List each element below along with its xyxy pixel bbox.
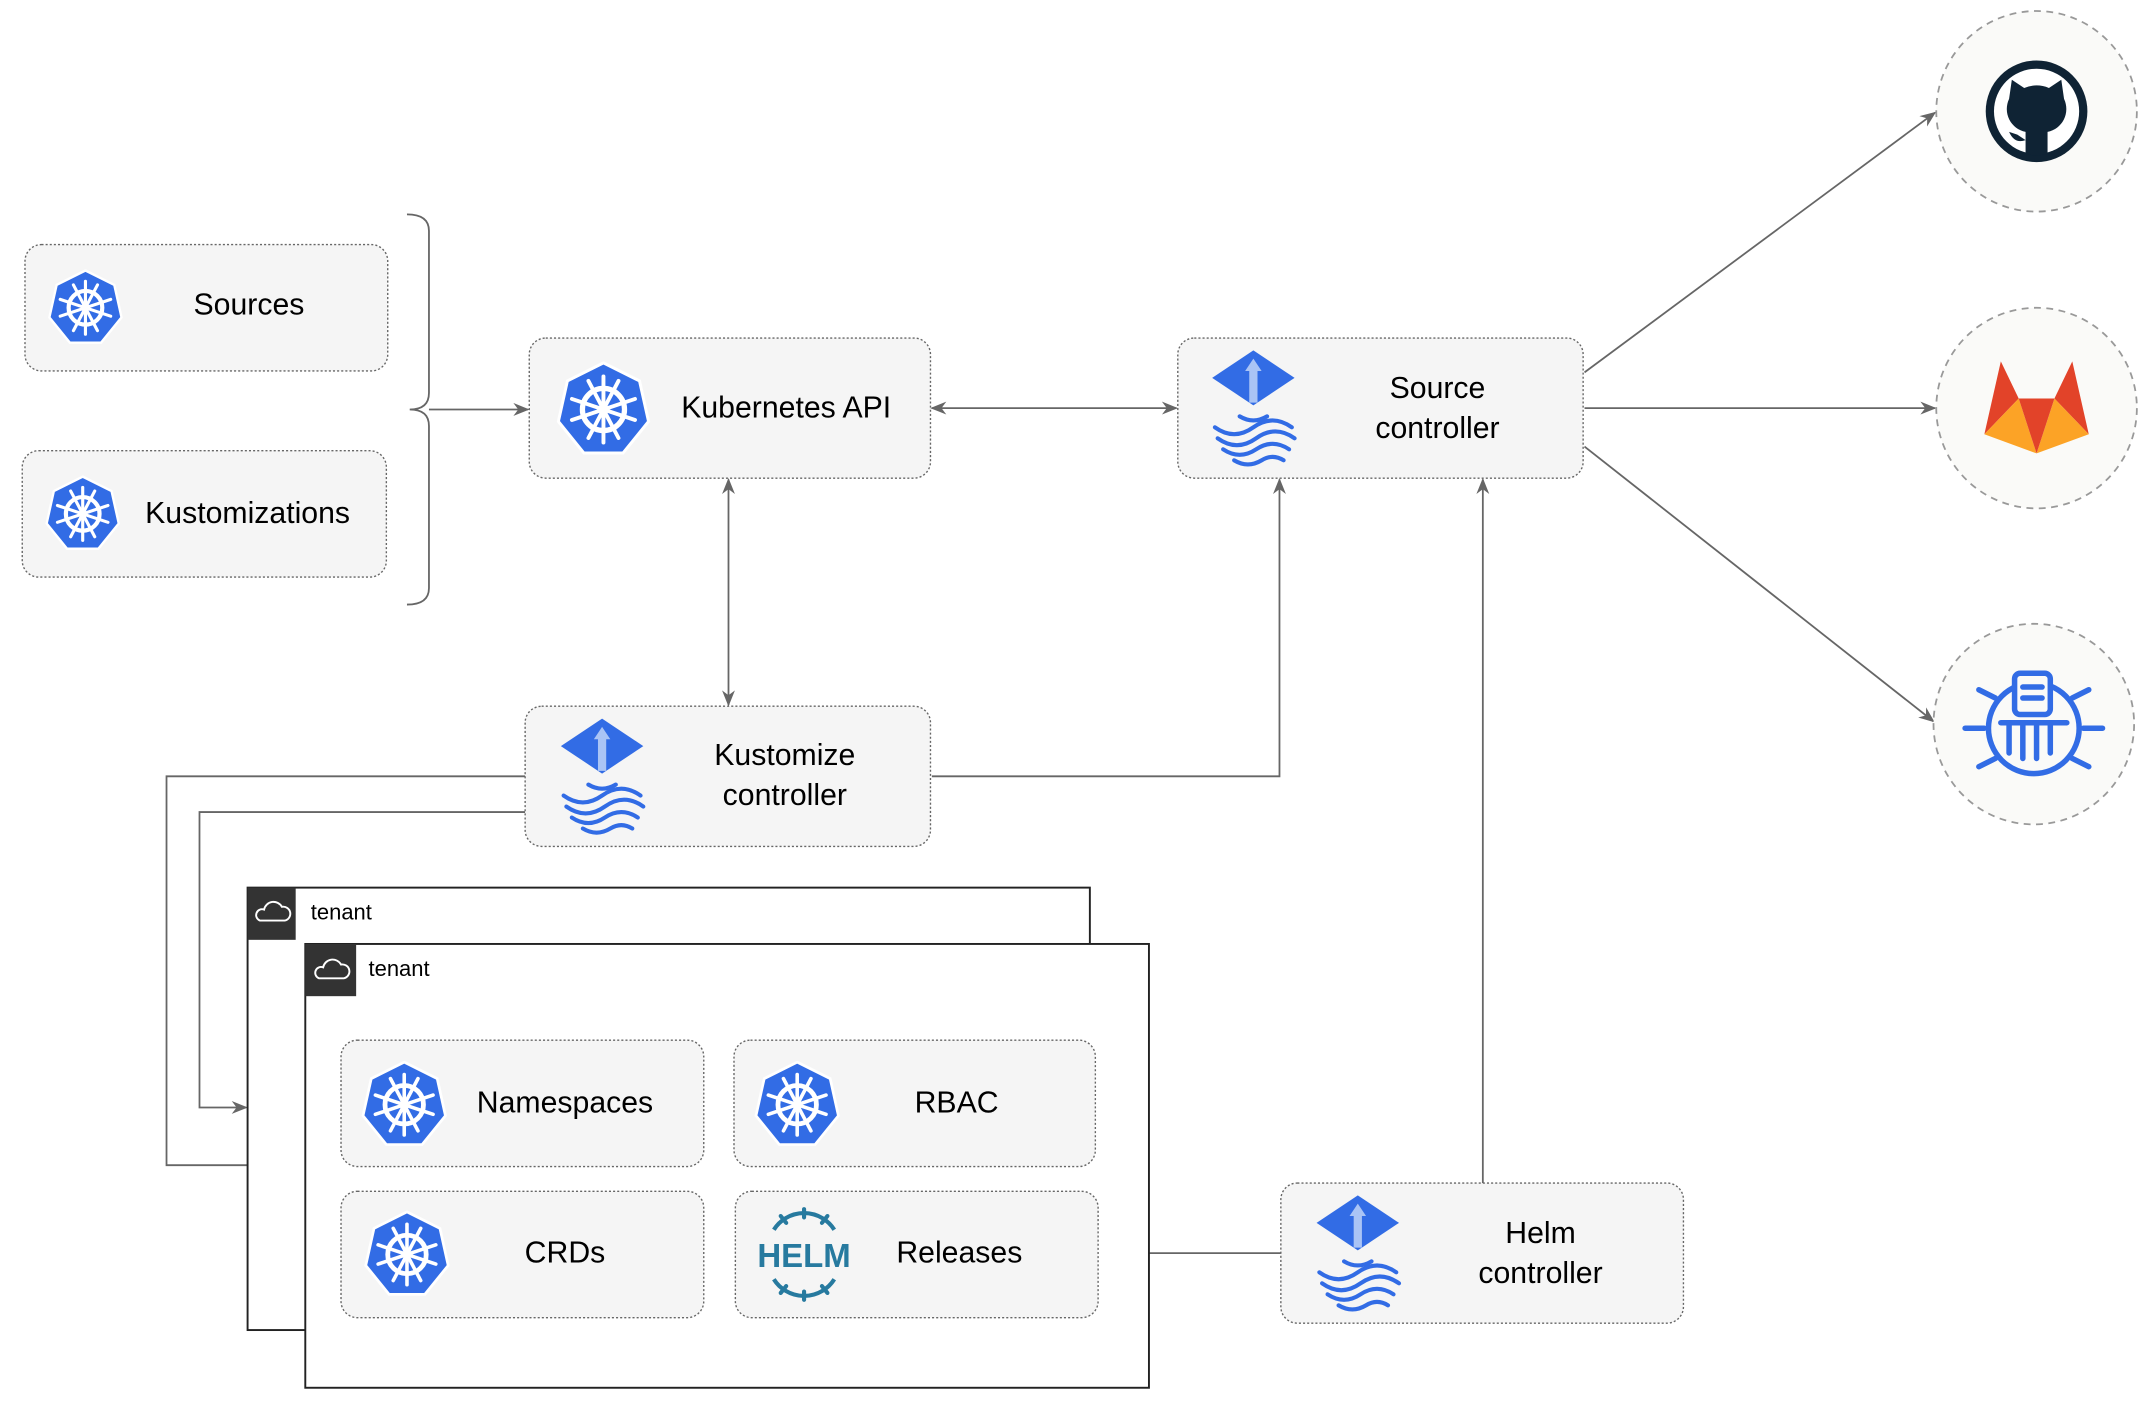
gitlab-repository[interactable] xyxy=(1935,306,2138,510)
edge-source-to-helmrepo xyxy=(1583,445,1935,723)
helm-repository-icon xyxy=(1962,670,2106,777)
cloud-icon-bg xyxy=(247,887,296,940)
edge-source-to-github xyxy=(1583,111,1937,374)
node-label: Kustomizations xyxy=(145,497,350,530)
node-namespaces[interactable]: Namespaces xyxy=(340,1039,705,1168)
svg-text:HELM: HELM xyxy=(757,1237,850,1274)
node-label: Namespaces xyxy=(477,1087,653,1120)
bracket xyxy=(406,213,430,606)
tenant-title: tenant xyxy=(369,956,430,981)
node-helm-controller[interactable]: Helm controller xyxy=(1280,1182,1685,1324)
edge-kustomize-to-tenant-back xyxy=(198,811,526,1114)
cloud-icon xyxy=(255,900,292,922)
node-label: controller xyxy=(723,779,847,812)
node-label: controller xyxy=(1478,1257,1602,1290)
tenant-title: tenant xyxy=(311,900,372,925)
node-label: Sources xyxy=(194,288,305,321)
node-label: RBAC xyxy=(915,1087,999,1120)
cloud-icon-bg xyxy=(305,943,357,997)
node-label: CRDs xyxy=(525,1236,606,1269)
node-kustomize-controller[interactable]: Kustomize controller xyxy=(524,705,932,848)
node-label: controller xyxy=(1375,412,1499,445)
node-rbac[interactable]: RBAC xyxy=(733,1039,1097,1168)
node-label: Kustomize xyxy=(714,739,855,772)
node-label: Source xyxy=(1390,372,1486,405)
node-label: Kubernetes API xyxy=(681,391,891,424)
github-repository[interactable] xyxy=(1935,10,2138,213)
cloud-icon xyxy=(314,958,351,980)
node-source-controller[interactable]: Source controller xyxy=(1177,337,1584,479)
node-kustomizations[interactable]: Kustomizations xyxy=(21,449,388,578)
node-kubernetes-api[interactable]: Kubernetes API xyxy=(528,337,932,479)
edge-kustomize-to-tenant-front xyxy=(165,775,526,1172)
node-label: Helm xyxy=(1505,1217,1576,1250)
node-sources[interactable]: Sources xyxy=(24,243,389,372)
helm-repository[interactable] xyxy=(1932,622,2136,826)
node-crds[interactable]: CRDs xyxy=(340,1190,705,1319)
edge-kustomize-to-source xyxy=(931,477,1286,778)
helm-icon: HELM xyxy=(757,1207,851,1302)
node-label: Releases xyxy=(896,1236,1022,1269)
gitlab-icon xyxy=(1984,361,2089,454)
github-icon xyxy=(1985,60,2088,163)
node-releases[interactable]: HELM Releases xyxy=(734,1190,1099,1319)
